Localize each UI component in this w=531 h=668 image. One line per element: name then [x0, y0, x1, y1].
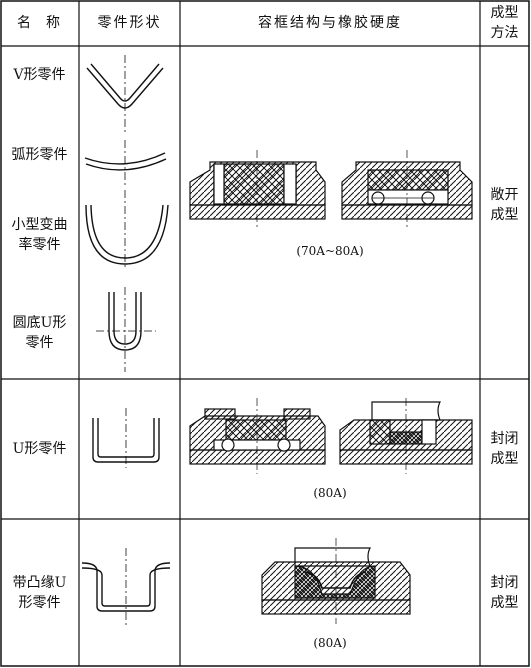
part-name-arc: 弧形零件 — [0, 140, 79, 170]
arc-part-shape — [84, 140, 167, 185]
part-name-flanged-u: 带凸缘U 形零件 — [0, 519, 79, 666]
method-row2-line1: 封闭 — [490, 431, 519, 447]
method-row2: 封闭 成型 — [480, 379, 529, 519]
method-row1-line1: 敞开 — [490, 187, 519, 203]
part-name-curvature-line2: 率零件 — [18, 237, 61, 253]
part-name-round-u: 圆底U形 零件 — [0, 310, 79, 356]
header-name-label: 名 称 — [17, 15, 62, 31]
part-name-flanged-u-line2: 形零件 — [18, 594, 61, 611]
header-shape-label: 零件形状 — [97, 15, 162, 31]
method-row2-line2: 成型 — [490, 451, 519, 467]
method-row1: 敞开 成型 — [480, 180, 529, 230]
curvature-part-shape — [85, 190, 169, 270]
closed-container-diagram-left — [189, 398, 326, 474]
part-name-v-label: V形零件 — [13, 67, 66, 83]
part-name-u: U形零件 — [0, 379, 79, 519]
header-method-line1: 成型 — [490, 5, 519, 21]
header-method-line2: 方法 — [490, 25, 519, 41]
open-container-diagram-left — [189, 150, 326, 228]
round-bottom-u-part-shape — [96, 287, 156, 372]
part-name-flanged-u-line1: 带凸缘U — [12, 574, 67, 591]
u-part-shape — [92, 408, 160, 468]
header-method: 成型 方法 — [480, 0, 529, 46]
part-name-v: V形零件 — [0, 60, 79, 90]
method-row3-line2: 成型 — [490, 594, 519, 611]
method-row3: 封闭 成型 — [480, 519, 529, 666]
method-row1-line2: 成型 — [490, 207, 519, 223]
part-name-round-u-line2: 零件 — [25, 335, 54, 351]
hardness-row2: (80A) — [313, 486, 347, 500]
part-name-curvature: 小型变曲 率零件 — [0, 212, 79, 258]
method-row3-line1: 封闭 — [490, 574, 519, 591]
header-structure: 容框结构与橡胶硬度 — [180, 0, 480, 46]
header-name: 名 称 — [0, 0, 79, 46]
closed-container-diagram-right — [339, 398, 473, 474]
header-structure-label: 容框结构与橡胶硬度 — [258, 15, 402, 31]
hardness-row3: (80A) — [313, 636, 347, 650]
flanged-container-diagram — [261, 538, 411, 624]
hardness-row1: (70A~80A) — [296, 244, 364, 258]
part-name-round-u-line1: 圆底U形 — [12, 315, 67, 331]
part-name-u-label: U形零件 — [12, 441, 67, 457]
header-shape: 零件形状 — [79, 0, 180, 46]
part-name-curvature-line1: 小型变曲 — [11, 217, 68, 233]
open-container-diagram-right — [341, 150, 473, 228]
v-part-shape — [86, 55, 164, 135]
flanged-u-part-shape — [81, 548, 171, 625]
part-name-arc-label: 弧形零件 — [11, 147, 68, 163]
